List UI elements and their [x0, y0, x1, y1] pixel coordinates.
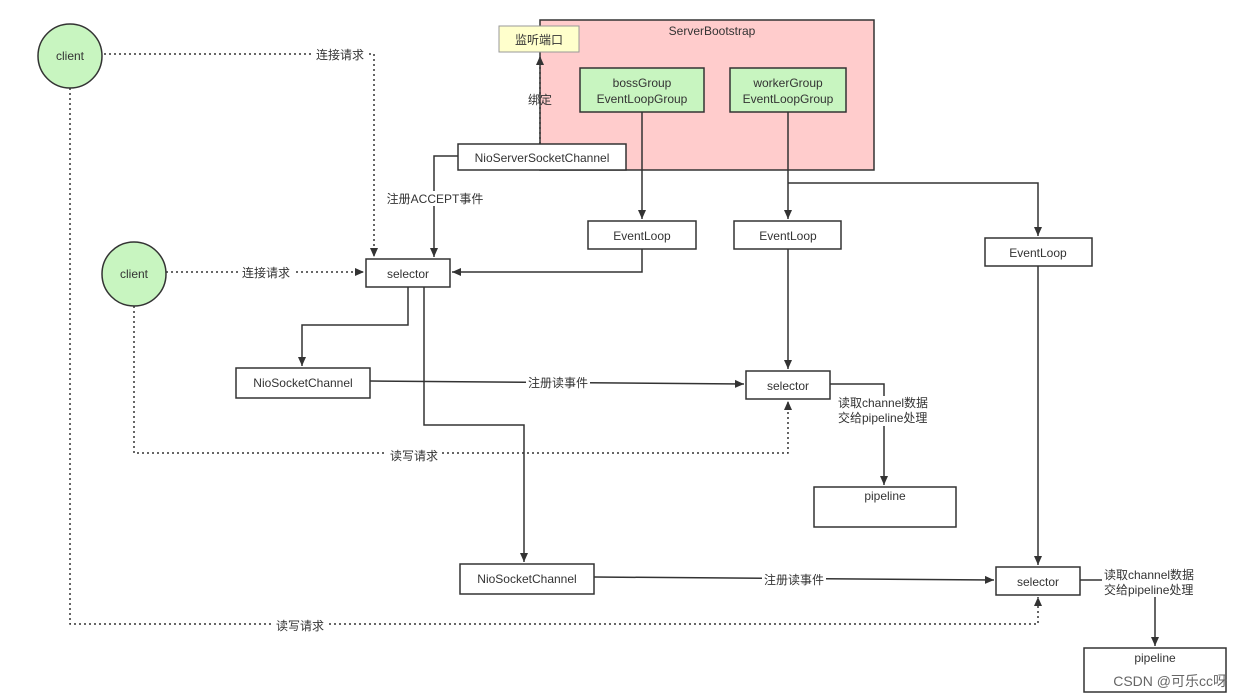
selector-to-channel-1-edge — [298, 287, 409, 366]
read-channel-2-line1: 读取channel数据 — [1104, 567, 1194, 582]
listen-port-box — [498, 25, 580, 53]
event-loop-boss-box — [587, 220, 697, 250]
read-channel-1-line2: 交给pipeline处理 — [838, 410, 927, 425]
register-read-1-bg — [526, 375, 590, 390]
nio-socket-channel-1-label: NioSocketChannel — [253, 376, 352, 390]
event-loop-boss-label: EventLoop — [613, 229, 671, 243]
nio-server-socket-channel-box — [457, 143, 627, 171]
nio-server-socket-channel-label: NioServerSocketChannel — [475, 151, 610, 165]
selector-1-to-pipeline-1-edge — [830, 383, 888, 485]
worker-to-eventloop-2-edge — [788, 182, 1042, 236]
nio-socket-channel-2-label: NioSocketChannel — [477, 572, 576, 586]
register-read-2-bg — [762, 572, 826, 587]
pipeline-1-box — [813, 486, 957, 528]
read-write-request-1-edge — [133, 306, 792, 454]
nio-socket-channel-1-box — [235, 367, 371, 399]
selector-worker-2-label: selector — [1017, 575, 1059, 589]
register-accept-label: 注册ACCEPT事件 — [387, 191, 484, 206]
connect-request-top-label: 连接请求 — [316, 47, 364, 62]
pipeline-2-box — [1083, 647, 1227, 693]
boss-group-line1: bossGroup — [613, 76, 672, 90]
selector-main-label: selector — [387, 267, 429, 281]
read-channel-2-bg — [1102, 567, 1198, 597]
server-bootstrap-label: ServerBootstrap — [669, 24, 756, 38]
read-channel-1-bg — [836, 396, 932, 426]
listen-port-label: 监听端口 — [515, 33, 563, 47]
selector-worker-2-box — [995, 566, 1081, 596]
csdn-watermark: CSDN @可乐cc呀 — [1113, 673, 1227, 689]
nio-socket-channel-2-box — [459, 563, 595, 595]
read-write-request-2-label: 读写请求 — [276, 619, 324, 633]
register-read-2-label: 注册读事件 — [764, 572, 824, 587]
read-write-request-1-label: 读写请求 — [390, 449, 438, 463]
connect-request-mid-label: 连接请求 — [242, 265, 290, 280]
selector-to-channel-2-edge — [423, 287, 528, 562]
pipeline-1-label: pipeline — [864, 489, 906, 503]
worker-group-box — [729, 67, 847, 113]
bind-label: 绑定 — [528, 92, 552, 107]
event-loop-worker-1-label: EventLoop — [759, 229, 817, 243]
read-write-request-1-bg — [386, 448, 442, 463]
worker-group-line2: EventLoopGroup — [743, 92, 834, 106]
register-read-1-label: 注册读事件 — [528, 375, 588, 390]
connect-request-top-edge — [104, 53, 378, 257]
worker-group-line1: workerGroup — [752, 76, 823, 90]
client-mid-label: client — [120, 267, 149, 281]
read-write-request-2-bg — [272, 618, 328, 633]
selector-worker-1-label: selector — [767, 379, 809, 393]
register-accept-bg — [386, 191, 484, 206]
pipeline-2-label: pipeline — [1134, 651, 1176, 665]
register-accept-edge — [430, 155, 458, 257]
selector-main-box — [365, 258, 451, 288]
selector-worker-1-box — [745, 370, 831, 400]
connect-request-mid-bg — [238, 265, 294, 280]
connect-request-top-bg — [312, 47, 368, 62]
eventloop-boss-to-selector-edge — [452, 249, 643, 276]
read-channel-1-line1: 读取channel数据 — [838, 395, 928, 410]
boss-group-line2: EventLoopGroup — [597, 92, 688, 106]
read-channel-2-line2: 交给pipeline处理 — [1104, 582, 1193, 597]
client-top-label: client — [56, 49, 85, 63]
event-loop-worker-2-label: EventLoop — [1009, 246, 1067, 260]
read-write-request-2-edge — [69, 88, 1042, 625]
